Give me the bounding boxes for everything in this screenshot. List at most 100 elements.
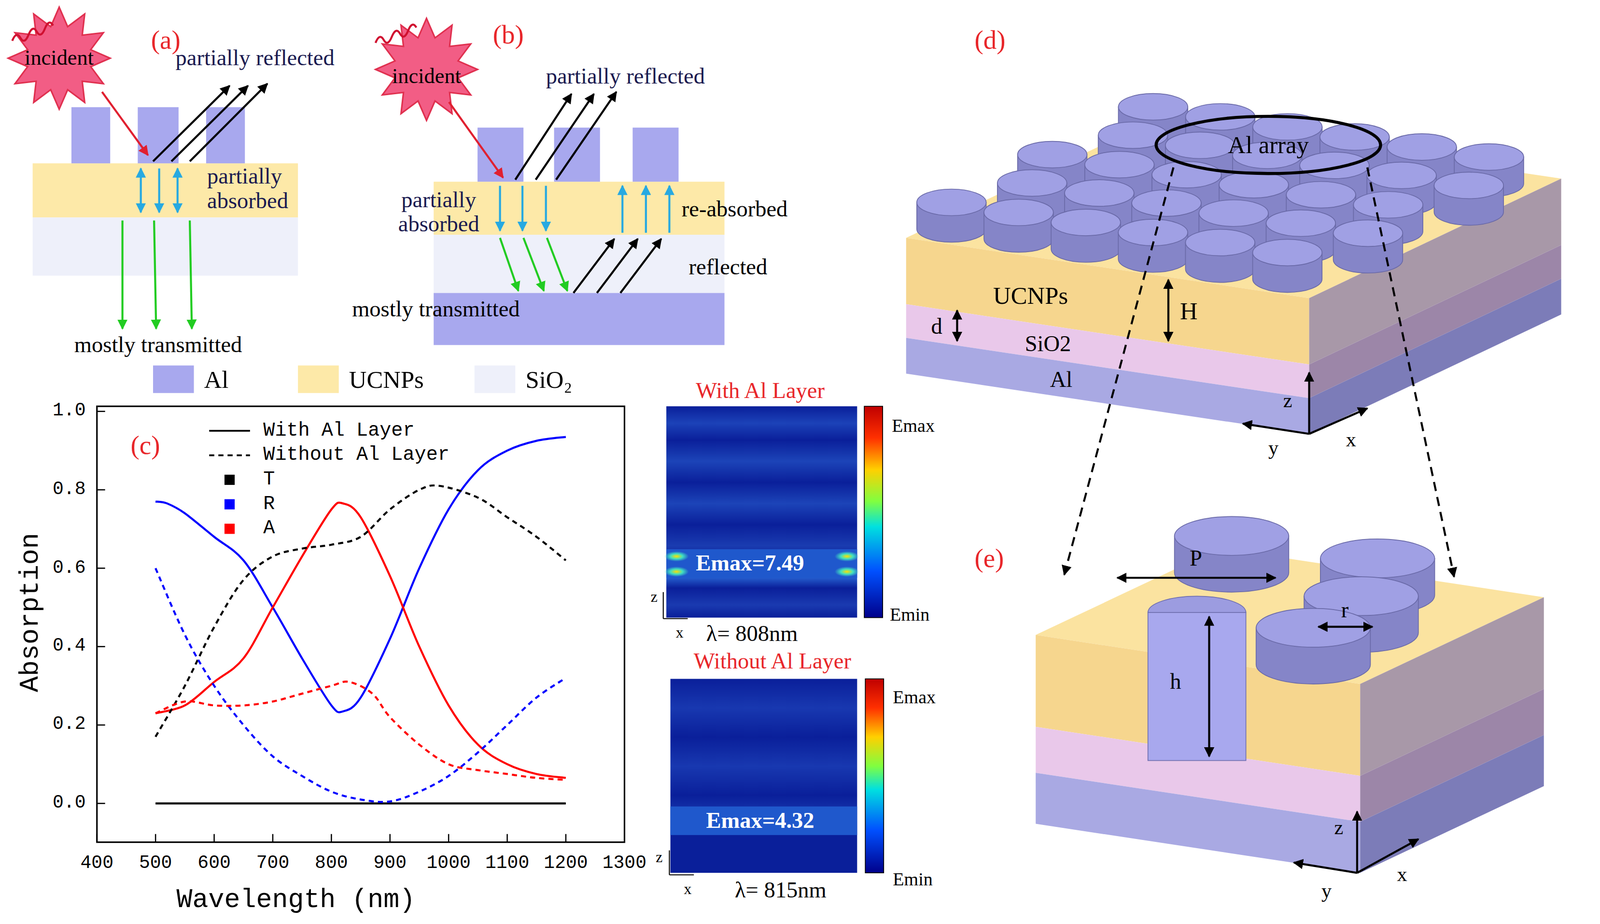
drawing-ellipse bbox=[1198, 199, 1269, 227]
drawing-ellipse bbox=[1252, 238, 1323, 266]
figure-label: Without Al Layer bbox=[693, 648, 852, 674]
figure-label: re-absorbed bbox=[681, 196, 788, 222]
figure-label: h bbox=[1169, 669, 1181, 694]
legend-swatch bbox=[224, 523, 235, 534]
drawing-line bbox=[669, 873, 694, 875]
legend-swatch bbox=[224, 474, 235, 485]
drawing-polygon bbox=[1360, 734, 1544, 873]
drawing-line bbox=[171, 85, 249, 162]
drawing-line bbox=[500, 237, 519, 291]
drawing-ellipse bbox=[1299, 152, 1370, 179]
drawing-rect bbox=[71, 107, 111, 164]
figure-label: 900 bbox=[373, 853, 407, 874]
figure-label: With Al Layer bbox=[695, 378, 825, 404]
legend-text: UCNPs bbox=[349, 365, 424, 393]
figure-label: 500 bbox=[139, 853, 172, 874]
figure-label: 0.0 bbox=[52, 792, 86, 814]
figure-label: d bbox=[931, 314, 943, 339]
figure-label: 0.6 bbox=[52, 557, 86, 578]
drawing-polygon bbox=[1035, 772, 1361, 873]
figure-label: 800 bbox=[314, 853, 348, 874]
figure-label: Emax=7.49 bbox=[695, 550, 804, 576]
legend-text: A bbox=[263, 518, 275, 540]
figure-label: (e) bbox=[974, 544, 1004, 574]
figure-label: 1200 bbox=[543, 853, 588, 874]
drawing-rect bbox=[1148, 612, 1247, 760]
figure-label: partially reflected bbox=[546, 64, 705, 89]
drawing-rect bbox=[864, 406, 883, 618]
figure-label: 1.0 bbox=[52, 401, 86, 422]
drawing-line bbox=[389, 833, 392, 843]
drawing-path bbox=[155, 485, 566, 737]
legend-swatch bbox=[224, 499, 235, 510]
drawing-line bbox=[1064, 167, 1174, 575]
figure-label: 1000 bbox=[426, 853, 471, 874]
drawing-line bbox=[662, 591, 664, 619]
drawing-line bbox=[1309, 407, 1368, 434]
figure-label: mostly transmitted bbox=[351, 296, 520, 322]
drawing-ellipse bbox=[1131, 189, 1202, 217]
drawing-line bbox=[1293, 862, 1358, 873]
chart-frame bbox=[97, 406, 625, 842]
drawing-rect bbox=[97, 406, 625, 842]
legend-text: R bbox=[263, 493, 275, 515]
figure-label: partially reflected bbox=[175, 45, 335, 71]
panel-d-slab bbox=[906, 118, 1562, 434]
figure-label: SiO2 bbox=[1024, 331, 1072, 357]
figure-label: z bbox=[655, 848, 663, 866]
drawing-line bbox=[1117, 576, 1276, 579]
drawing-ellipse bbox=[1353, 191, 1423, 219]
legend-text: With Al Layer bbox=[263, 420, 415, 442]
drawing-line bbox=[521, 185, 524, 231]
figure-label: 700 bbox=[256, 853, 290, 874]
drawing-line bbox=[645, 185, 647, 233]
drawing-ellipse bbox=[1333, 219, 1404, 247]
drawing-line bbox=[97, 410, 106, 412]
drawing-ellipse bbox=[916, 189, 987, 216]
drawing-line bbox=[101, 91, 148, 155]
figure-label: λ= 815nm bbox=[734, 877, 827, 902]
drawing-line bbox=[272, 833, 274, 843]
drawing-rect bbox=[666, 548, 857, 578]
figure-label: x bbox=[1396, 862, 1407, 885]
drawing-line bbox=[1207, 616, 1210, 757]
drawing-line bbox=[448, 833, 450, 843]
drawing-rect bbox=[670, 678, 858, 873]
figure-label: (d) bbox=[974, 26, 1006, 56]
drawing-ellipse bbox=[664, 566, 689, 577]
figure-label: 600 bbox=[197, 853, 231, 874]
figure-label: 0.4 bbox=[52, 636, 86, 657]
drawing-ellipse bbox=[1366, 162, 1437, 189]
drawing-line bbox=[97, 567, 106, 569]
drawing-path bbox=[155, 681, 566, 780]
figure-label: 400 bbox=[80, 853, 114, 874]
figure-label: z bbox=[650, 588, 658, 606]
drawing-rect bbox=[433, 234, 725, 293]
drawing-ellipse bbox=[983, 198, 1054, 226]
figure-label: H bbox=[1179, 297, 1198, 325]
drawing-ellipse bbox=[1320, 538, 1435, 578]
figure-label: 0.2 bbox=[52, 714, 86, 735]
drawing-path bbox=[12, 22, 54, 42]
drawing-ellipse bbox=[1433, 171, 1504, 199]
drawing-ellipse bbox=[1064, 179, 1135, 207]
drawing-line bbox=[547, 237, 568, 291]
drawing-line bbox=[1167, 279, 1170, 341]
panel-e-slab bbox=[1035, 547, 1544, 873]
cut-pillar bbox=[1148, 595, 1247, 760]
figure-label: λ= 808nm bbox=[706, 621, 799, 646]
drawing-line bbox=[153, 85, 230, 162]
drawing-line bbox=[623, 833, 626, 843]
drawing-polygon bbox=[375, 18, 478, 121]
figure-label: partially absorbed bbox=[207, 164, 309, 214]
figure-label: 1300 bbox=[602, 853, 647, 874]
drawing-ellipse bbox=[834, 566, 860, 577]
drawing-line bbox=[1367, 167, 1455, 577]
node-text: Al array bbox=[1227, 131, 1309, 159]
drawing-ellipse bbox=[1084, 151, 1155, 178]
drawing-path bbox=[155, 436, 566, 713]
figure-label: partially absorbed bbox=[387, 187, 490, 237]
drawing-g bbox=[155, 436, 566, 804]
